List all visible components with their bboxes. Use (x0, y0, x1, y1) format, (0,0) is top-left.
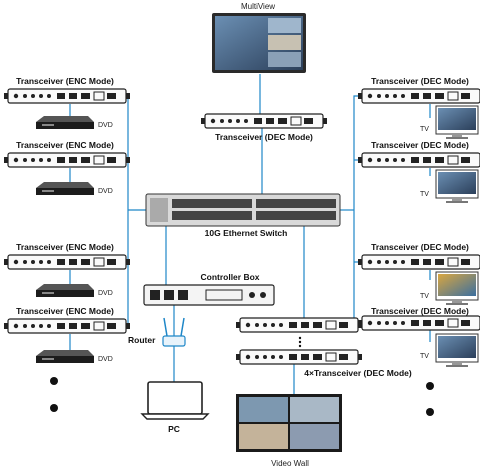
switch-label: 10G Ethernet Switch (205, 228, 288, 238)
router: Router (128, 317, 186, 347)
enc-2-label: Transceiver (ENC Mode) (16, 140, 114, 150)
more-devices-dots-right (426, 382, 434, 416)
pc-laptop: PC (140, 381, 210, 434)
dvd-1-label: DVD (98, 122, 113, 129)
dec-unit-2: Transceiver (DEC Mode) TV (357, 140, 480, 204)
enc-1-label: Transceiver (ENC Mode) (16, 76, 114, 86)
multiview-monitor: MultiView (212, 2, 306, 73)
router-label: Router (128, 335, 156, 345)
enc-4-label: Transceiver (ENC Mode) (16, 306, 114, 316)
dvd-3-label: DVD (98, 290, 113, 297)
enc-unit-4: Transceiver (ENC Mode) DVD (3, 306, 131, 363)
enc-unit-3: Transceiver (ENC Mode) DVD (3, 242, 131, 297)
tv-1-label: TV (420, 126, 429, 133)
dvd-2-label: DVD (98, 188, 113, 195)
tv-4-label: TV (420, 353, 429, 360)
dec-unit-1: Transceiver (DEC Mode) TV (357, 76, 480, 140)
enc-unit-2: Transceiver (ENC Mode) DVD (3, 140, 131, 195)
controller-box-label: Controller Box (200, 272, 259, 282)
tv-3-label: TV (420, 293, 429, 300)
transceiver-dec-center: Transceiver (DEC Mode) (200, 113, 328, 142)
multiview-label: MultiView (241, 2, 275, 11)
ethernet-switch: 10G Ethernet Switch (145, 193, 341, 238)
pc-label: PC (168, 424, 180, 434)
enc-unit-1: Transceiver (ENC Mode) DVD (3, 76, 131, 129)
dec-unit-4: Transceiver (DEC Mode) TV (357, 306, 480, 368)
dec-group-video-wall: 4×Transceiver (DEC Mode) (235, 317, 412, 378)
dec-group-label: 4×Transceiver (DEC Mode) (304, 368, 412, 378)
dec-2-label: Transceiver (DEC Mode) (371, 140, 469, 150)
dvd-4-label: DVD (98, 356, 113, 363)
more-devices-dots-left (50, 377, 58, 412)
video-wall: Video Wall (236, 394, 342, 468)
dec-1-label: Transceiver (DEC Mode) (371, 76, 469, 86)
enc-3-label: Transceiver (ENC Mode) (16, 242, 114, 252)
dec-unit-3: Transceiver (DEC Mode) TV (357, 242, 480, 305)
tv-2-label: TV (420, 191, 429, 198)
transceiver-dec-center-label: Transceiver (DEC Mode) (215, 132, 313, 142)
dec-3-label: Transceiver (DEC Mode) (371, 242, 469, 252)
dec-4-label: Transceiver (DEC Mode) (371, 306, 469, 316)
video-wall-label: Video Wall (271, 459, 309, 468)
controller-box: Controller Box (143, 272, 275, 306)
